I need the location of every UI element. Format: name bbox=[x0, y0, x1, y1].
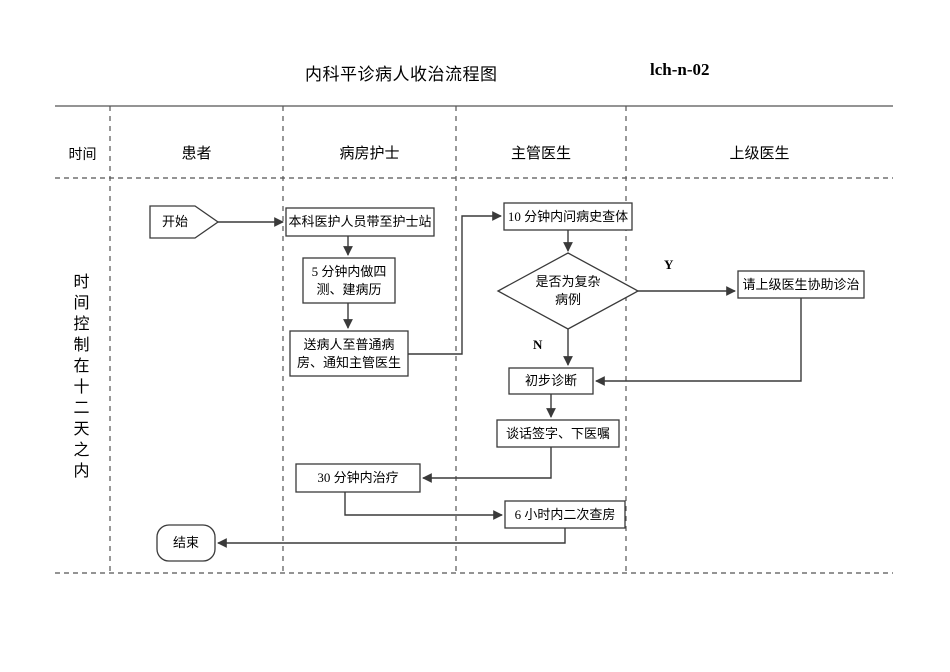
node-second-round-shape bbox=[504, 500, 626, 529]
swimlane-frame bbox=[55, 105, 893, 574]
lane-header-attending-doctor: 主管医生 bbox=[510, 146, 571, 162]
node-end-shape bbox=[156, 524, 216, 562]
lane-header-patient: 患者 bbox=[181, 146, 212, 162]
edge-treat-to-second-round bbox=[344, 492, 503, 520]
edge-second-round-to-end bbox=[217, 528, 566, 548]
branch-label-yes: Y bbox=[664, 257, 674, 272]
document-code: lch-n-02 bbox=[650, 60, 710, 79]
time-control-note: 时间控制在十二天之内 bbox=[73, 274, 91, 480]
node-request-senior-shape bbox=[737, 270, 865, 299]
edge-talk-sign-to-treat bbox=[422, 447, 552, 483]
node-talk-sign-shape bbox=[496, 419, 620, 448]
node-send-to-ward-shape bbox=[289, 330, 409, 377]
branch-label-no: N bbox=[533, 337, 543, 352]
edge-senior-to-diagnosis bbox=[595, 298, 802, 386]
lane-header-senior-doctor: 上级医生 bbox=[729, 146, 790, 162]
edge-send-to-history-exam bbox=[408, 211, 502, 355]
node-treat-30min-shape bbox=[295, 463, 421, 493]
node-escort-shape bbox=[285, 207, 435, 237]
node-is-complex-shape bbox=[496, 252, 640, 330]
node-preliminary-diagnosis-shape bbox=[508, 367, 594, 395]
node-history-exam-shape bbox=[503, 202, 633, 231]
lane-header-ward-nurse: 病房护士 bbox=[339, 146, 400, 162]
node-start-shape bbox=[149, 205, 220, 239]
node-four-measures-shape bbox=[302, 257, 396, 304]
lane-header-time: 时间 bbox=[68, 148, 97, 163]
connectors bbox=[217, 211, 802, 548]
document-title: 内科平诊病人收治流程图 bbox=[305, 65, 498, 84]
